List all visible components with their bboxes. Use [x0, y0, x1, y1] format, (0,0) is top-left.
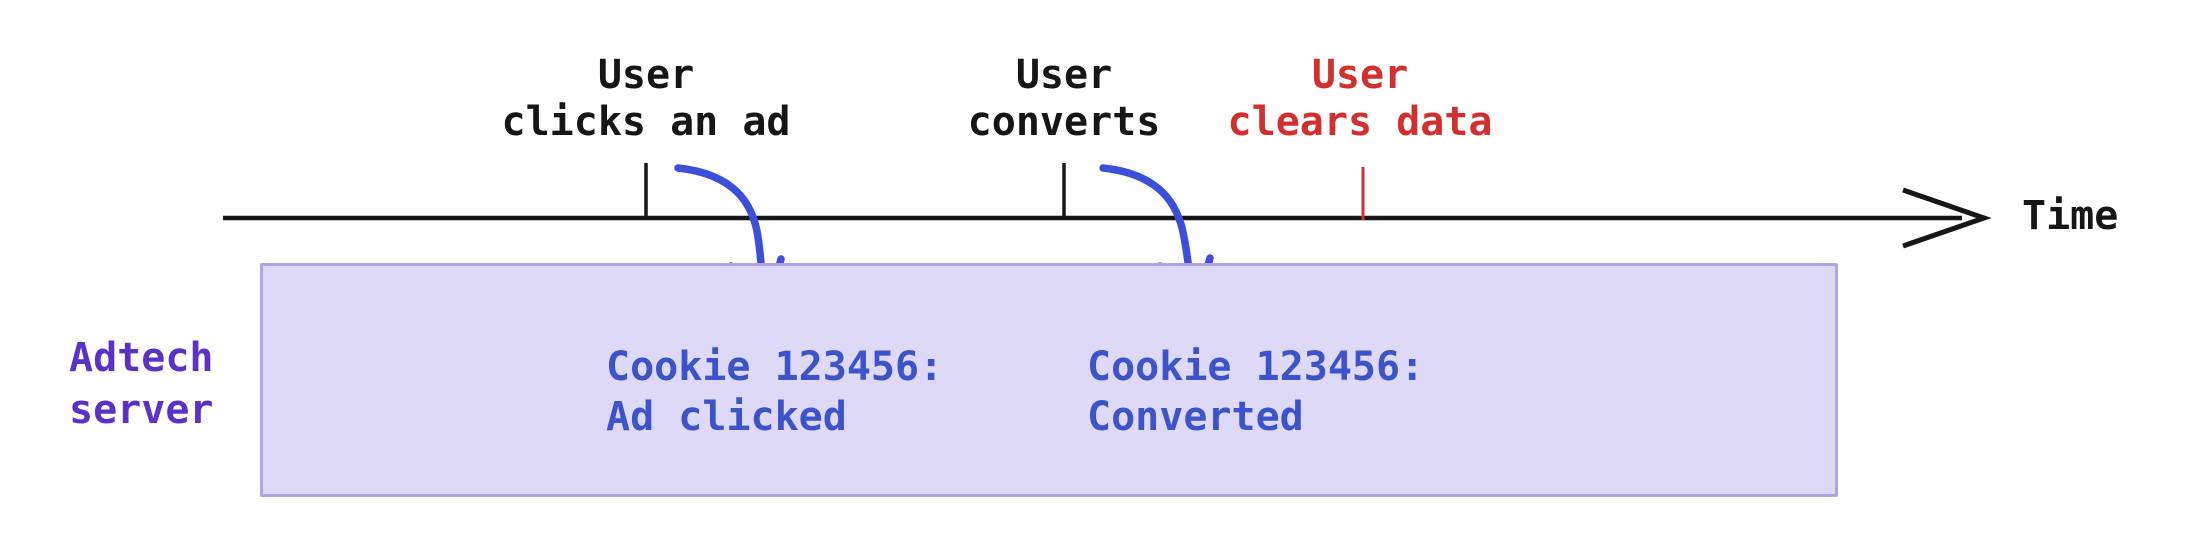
adtech-server-box	[260, 263, 1838, 497]
event-label-user-converts: User converts	[968, 52, 1161, 146]
event-label-line1: User	[597, 52, 695, 98]
server-label-line1: Adtech	[69, 335, 214, 381]
time-axis-label: Time	[2022, 193, 2119, 239]
timeline-arrowhead-icon	[1902, 187, 1992, 249]
event-label-line2: clicks an ad	[501, 99, 791, 145]
cookie-record-line2: Converted	[1087, 394, 1304, 440]
cookie-record-ad-clicked: Cookie 123456: Ad clicked	[606, 342, 943, 442]
event-label-user-clears-data: User clears data	[1228, 52, 1493, 146]
event-label-line2: converts	[967, 99, 1161, 145]
cookie-record-line1: Cookie 123456:	[1087, 344, 1425, 390]
adtech-server-label: Adtech server	[69, 332, 214, 436]
event-label-line1: User	[1311, 52, 1409, 98]
cookie-record-line1: Cookie 123456:	[606, 344, 944, 390]
server-label-line2: server	[69, 387, 214, 433]
cookie-record-line2: Ad clicked	[606, 394, 847, 440]
event-label-line2: clears data	[1227, 99, 1493, 145]
event-label-line1: User	[1015, 52, 1113, 98]
cookie-record-converted: Cookie 123456: Converted	[1087, 342, 1424, 442]
event-label-user-clicks-ad: User clicks an ad	[502, 52, 791, 146]
